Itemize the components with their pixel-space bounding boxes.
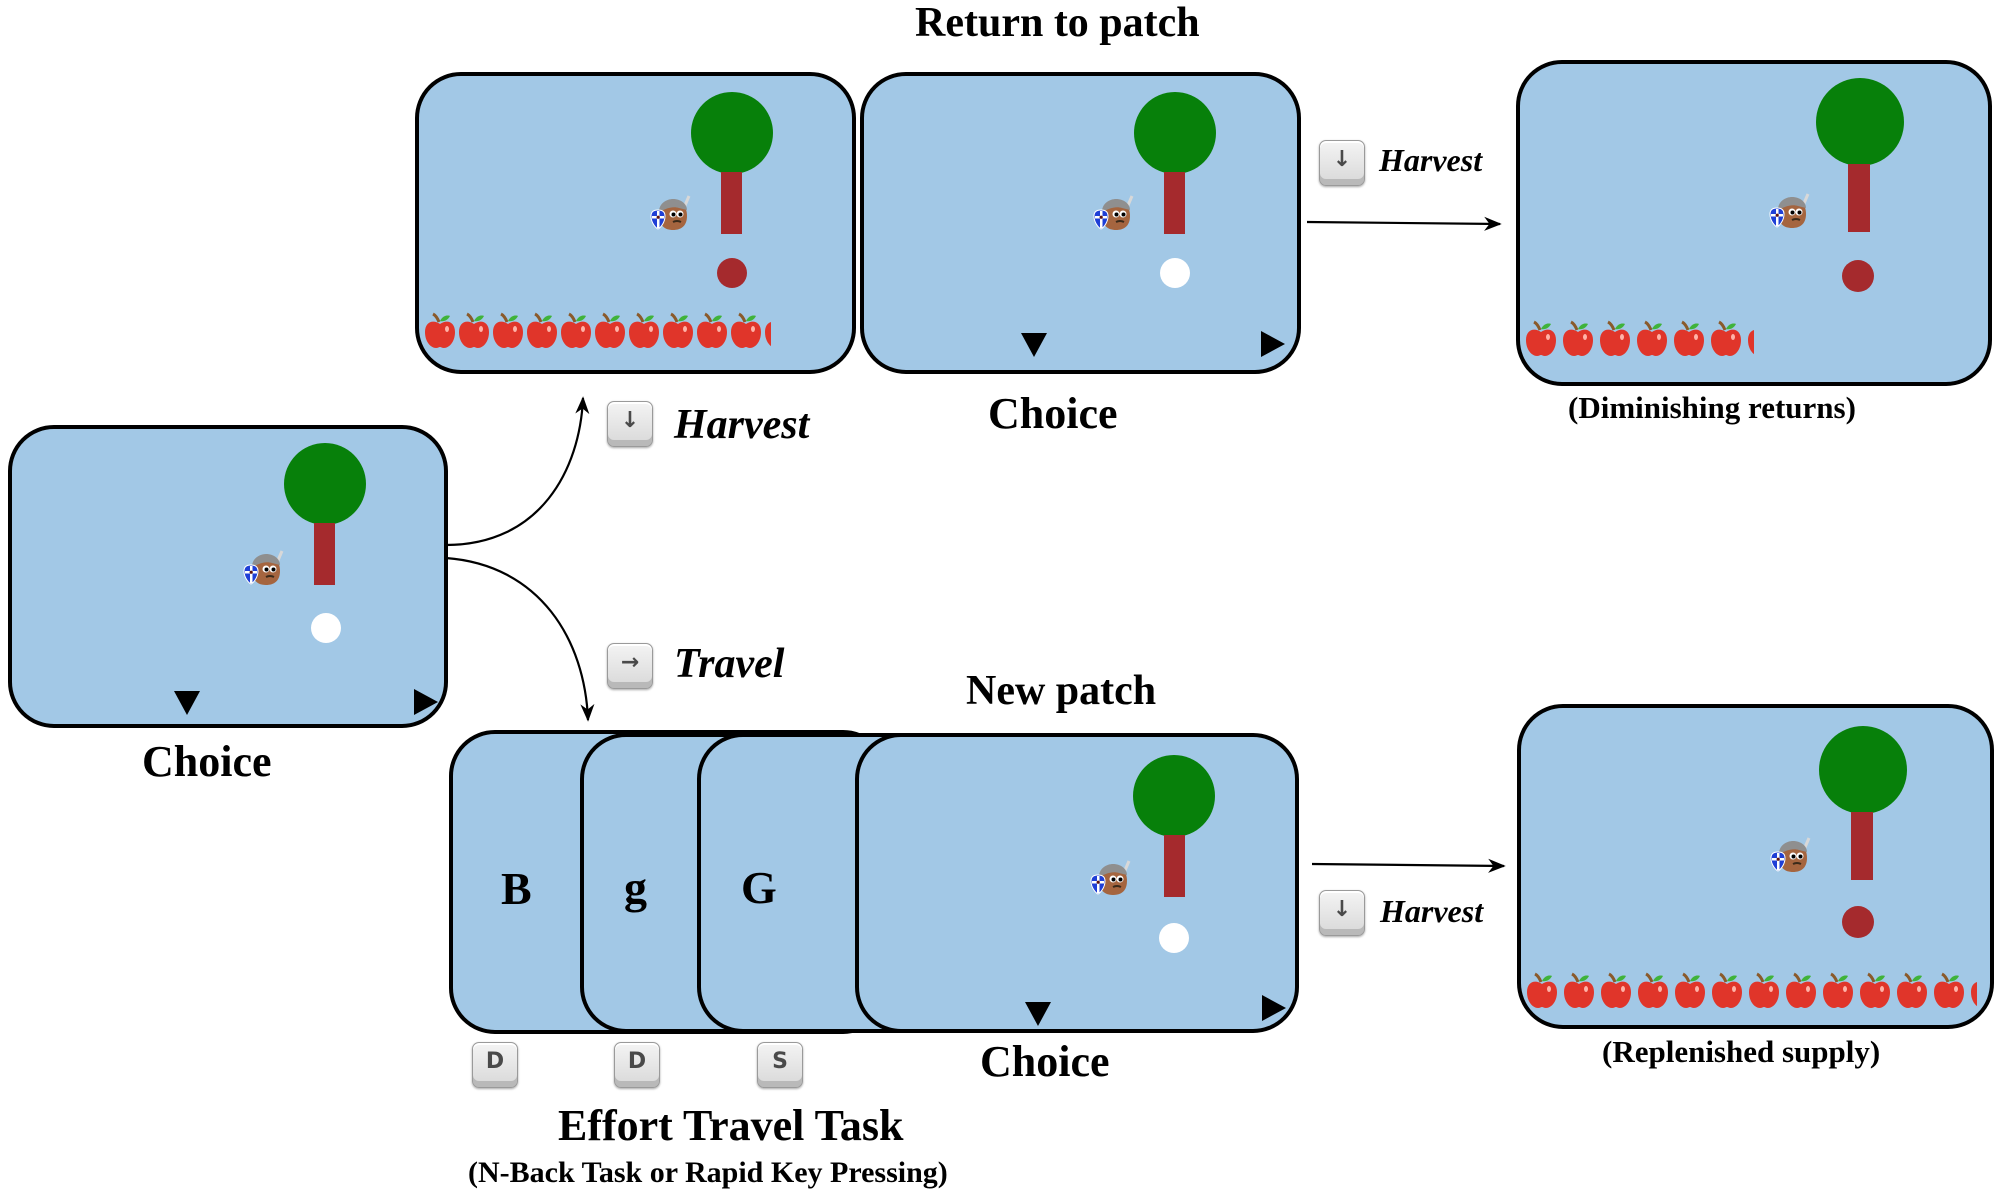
apple-icon xyxy=(661,310,695,350)
patch-indicator-white xyxy=(1160,258,1190,288)
arrow-right-key-icon: → xyxy=(607,643,653,689)
tree-crown xyxy=(1133,755,1215,837)
apple-icon xyxy=(1821,970,1855,1010)
apple-icon xyxy=(1635,318,1669,358)
harvest-label: Harvest xyxy=(674,402,810,448)
choice-screen-new-patch xyxy=(855,733,1299,1033)
knight-avatar-icon xyxy=(1769,836,1813,874)
apple-icon xyxy=(1709,318,1743,358)
nback-letter: G xyxy=(741,862,777,913)
d-key-icon: D xyxy=(614,1042,660,1088)
diminishing-returns-caption: (Diminishing returns) xyxy=(1568,390,1856,425)
diminishing-returns-screen xyxy=(1516,60,1992,386)
choice-label-bottom: Choice xyxy=(980,1037,1110,1086)
apple-icon xyxy=(1524,318,1558,358)
choice-label-top: Choice xyxy=(988,389,1118,438)
tree-trunk xyxy=(1851,812,1873,880)
tree-crown xyxy=(1134,92,1216,174)
harvest-screen-top xyxy=(415,72,856,374)
travel-choice-triangle-icon xyxy=(1262,995,1286,1021)
apple-icon xyxy=(1710,970,1744,1010)
travel-choice-triangle-icon xyxy=(414,689,438,715)
replenished-supply-caption: (Replenished supply) xyxy=(1602,1034,1881,1069)
knight-avatar-icon xyxy=(649,194,693,232)
apple-icon xyxy=(1562,970,1596,1010)
patch-indicator-white xyxy=(1159,923,1189,953)
apple-icon xyxy=(1599,970,1633,1010)
travel-label: Travel xyxy=(674,641,785,687)
tree-trunk xyxy=(721,172,742,234)
knight-avatar-icon xyxy=(1768,192,1812,230)
knight-avatar-icon xyxy=(1092,194,1136,232)
patch-indicator-red xyxy=(1842,906,1874,938)
apple-row xyxy=(1524,318,1774,358)
travel-choice-triangle-icon xyxy=(1261,331,1285,357)
apple-icon xyxy=(1747,970,1781,1010)
effort-travel-task-subtitle: (N-Back Task or Rapid Key Pressing) xyxy=(468,1156,948,1189)
patch-indicator-red xyxy=(717,258,747,288)
new-patch-title: New patch xyxy=(966,668,1157,714)
replenished-supply-screen xyxy=(1517,704,1994,1029)
partial-apple-icon xyxy=(1746,318,1754,358)
apple-icon xyxy=(695,310,729,350)
apple-icon xyxy=(1636,970,1670,1010)
apple-row xyxy=(423,310,780,350)
harvest-choice-triangle-icon xyxy=(174,691,200,715)
apple-icon xyxy=(1784,970,1818,1010)
apple-icon xyxy=(627,310,661,350)
harvest-branch-arrow xyxy=(445,396,590,547)
knight-avatar-icon xyxy=(242,549,286,587)
tree-trunk xyxy=(314,523,335,585)
arrow-down-key-icon: ↓ xyxy=(1319,140,1365,186)
choice-label-left: Choice xyxy=(142,737,272,786)
partial-apple-icon xyxy=(763,310,771,350)
apple-icon xyxy=(1932,970,1966,1010)
effort-travel-task-title: Effort Travel Task xyxy=(558,1101,904,1150)
harvest-label: Harvest xyxy=(1379,142,1483,178)
apple-icon xyxy=(1673,970,1707,1010)
partial-apple-icon xyxy=(1969,970,1977,1010)
nback-letter: B xyxy=(501,863,532,914)
apple-icon xyxy=(1525,970,1559,1010)
tree-crown xyxy=(691,92,773,174)
choice-screen-left xyxy=(8,425,448,728)
tree-trunk xyxy=(1164,172,1185,234)
nback-letter: g xyxy=(624,862,647,913)
patch-indicator-white xyxy=(311,613,341,643)
apple-icon xyxy=(1561,318,1595,358)
travel-branch-arrow xyxy=(445,556,595,722)
tree-trunk xyxy=(1164,835,1185,897)
apple-icon xyxy=(457,310,491,350)
apple-icon xyxy=(1858,970,1892,1010)
apple-icon xyxy=(593,310,627,350)
apple-icon xyxy=(729,310,763,350)
top-result-arrow xyxy=(1306,216,1502,231)
tree-crown xyxy=(284,443,366,525)
bottom-result-arrow xyxy=(1311,858,1506,873)
s-key-icon: S xyxy=(757,1042,803,1088)
arrow-down-key-icon: ↓ xyxy=(1319,890,1365,936)
apple-row xyxy=(1525,970,1981,1010)
harvest-choice-triangle-icon xyxy=(1021,333,1047,357)
patch-indicator-red xyxy=(1842,260,1874,292)
return-to-patch-title: Return to patch xyxy=(915,0,1200,46)
choice-screen-top xyxy=(860,72,1301,374)
harvest-choice-triangle-icon xyxy=(1025,1002,1051,1026)
apple-icon xyxy=(491,310,525,350)
tree-crown xyxy=(1819,726,1907,814)
tree-crown xyxy=(1816,78,1904,166)
arrow-down-key-icon: ↓ xyxy=(607,401,653,447)
tree-trunk xyxy=(1848,164,1870,232)
apple-icon xyxy=(1598,318,1632,358)
apple-icon xyxy=(1672,318,1706,358)
apple-icon xyxy=(1895,970,1929,1010)
knight-avatar-icon xyxy=(1089,859,1133,897)
harvest-label: Harvest xyxy=(1380,893,1484,929)
apple-icon xyxy=(423,310,457,350)
apple-icon xyxy=(525,310,559,350)
d-key-icon: D xyxy=(472,1042,518,1088)
apple-icon xyxy=(559,310,593,350)
